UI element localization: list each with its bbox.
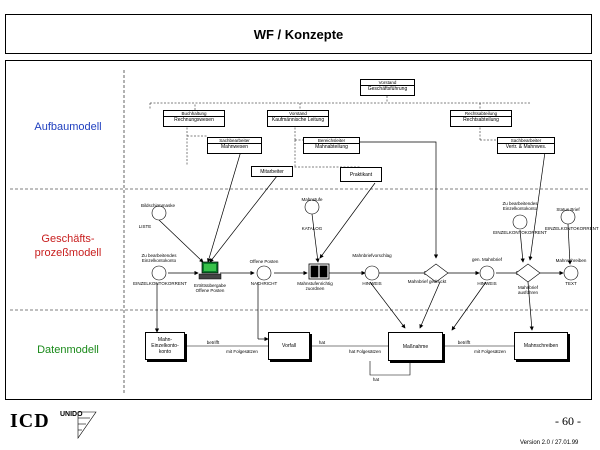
lane-label-datenmodell: Datenmodell (37, 344, 99, 356)
org-role: Vorstand (268, 111, 328, 117)
org-role: Vorstand (361, 80, 414, 86)
org-unit-vertrieb: Sachbearbeiter Vertr. & Mahnwes. (497, 137, 555, 154)
org-name: Geschäftsführung (367, 86, 408, 92)
org-unit-abteilung: Sachbearbeiter Mahnwesen (207, 137, 262, 154)
org-role: Rechtsabteilung (451, 111, 511, 117)
diagram-frame (5, 60, 592, 400)
org-unit-kaufmann: Vorstand Kaufmännische Leitung (267, 110, 329, 127)
event-mahnvorschlag-sub: HINWEIS (362, 281, 382, 286)
version-label: Version 2.0 / 27.01.99 (520, 440, 579, 446)
lane-label-prozessmodell-1: Geschäfts- (41, 233, 95, 245)
event-konto-sub: EINZELKONTOKORRENT (133, 281, 187, 286)
org-unit-intern: Bereichsleiter Mahnabteilung (303, 137, 360, 154)
event-start (151, 205, 167, 221)
function-mahnstufe-label: Mahnstufenrichtig zuordnen (297, 281, 333, 291)
lane-label-prozessmodell-2: prozeßmodell (34, 247, 102, 259)
event-offen (256, 265, 272, 281)
event-start-label: Bildschirmmaske (140, 203, 175, 208)
event-offen-label: Offene Posten (249, 259, 279, 264)
event-status-sub: EINZELKONTOKORRENT (545, 226, 599, 231)
event-mahnschreiben-sub: TEXT (565, 281, 577, 286)
event-mahnvorschlag-label: Mahnbriefvorschlag (352, 253, 392, 258)
event-status-label: Status Brief (556, 207, 580, 212)
event-mahnstufe (304, 199, 320, 215)
function-uebergabe-label: Ertrittsübergabe Offene Posten (193, 283, 227, 293)
org-unit-rechtsabteilung: Rechtsabteilung Rechtsabteilung (450, 110, 512, 127)
event-gen-sub: HINWEIS (477, 281, 497, 286)
event-bearb-sub: EINZELKONTOKORRENT (493, 230, 547, 235)
org-name: Mahnwesen (221, 144, 248, 150)
relation-label: mit Folgesätzen (474, 349, 506, 354)
org-person-mitarbeiter: Mitarbeiter (251, 166, 293, 177)
org-unit-top: Vorstand Geschäftsführung (360, 79, 415, 96)
event-status (560, 209, 576, 225)
event-mahnstufe-sub: KATALOG (301, 226, 323, 231)
event-mahnschreiben (563, 265, 579, 281)
relation-label: hat (318, 340, 326, 345)
org-role: Buchhaltung (164, 111, 224, 117)
entity-vorfall: Vorfall (268, 332, 310, 360)
org-name: Mahnabteilung (315, 144, 348, 150)
page-number: - 60 - (555, 414, 581, 428)
event-start-sub: LISTE (138, 224, 152, 229)
function-ausfuehren-label: Mahnbrief ausführen (517, 285, 538, 295)
org-name: Kaufmännische Leitung (271, 117, 325, 123)
org-unit-buchhaltung: Buchhaltung Rechnungswesen (163, 110, 225, 127)
lane-label-aufbaumodell: Aufbaumodell (34, 121, 102, 133)
relation-label: betrifft (206, 340, 220, 345)
relation-label: betrifft (457, 340, 471, 345)
event-gen-label: gen. Mahnbrief (471, 257, 503, 262)
org-name: Vertr. & Mahnwes. (505, 144, 547, 150)
unido-logo: UNIDO (60, 411, 83, 418)
org-name: Rechnungswesen (174, 117, 214, 123)
event-mahnstufe-label: Mahnstufe (301, 197, 323, 202)
event-gen (479, 265, 495, 281)
event-konto (151, 265, 167, 281)
event-mahnschreiben-label: Mahnschreiben (555, 258, 587, 263)
relation-label: mit Folgesätzen (226, 349, 258, 354)
relation-label: hat Folgesätzen (348, 349, 382, 354)
page-title: WF / Konzepte (5, 14, 592, 54)
org-name: Rechtsabteilung (463, 117, 499, 123)
function-gedruckt-label: Mahnbrief gedruckt (407, 279, 447, 284)
event-bearb (512, 214, 528, 230)
icd-logo: ICD (10, 410, 50, 432)
event-konto-label: Zu bearbeitendes Einzelkontokonto (141, 253, 177, 263)
org-role: Sachbearbeiter (498, 138, 554, 144)
org-role: Sachbearbeiter (208, 138, 261, 144)
relation-label: hat (372, 377, 380, 382)
entity-konto: Mahn-Einzelkonto-konto (145, 332, 185, 360)
event-offen-sub: NACHRICHT (250, 281, 278, 286)
entity-mahnschreiben: Mahnschreiben (514, 332, 568, 360)
event-mahnvorschlag (364, 265, 380, 281)
entity-massnahme: Maßnahme (388, 332, 443, 361)
org-person-praktikant: Praktikant (340, 167, 382, 182)
org-role: Bereichsleiter (304, 138, 359, 144)
event-bearb-label: Zu bearbeitendes Einzelkontokonto (502, 201, 538, 211)
